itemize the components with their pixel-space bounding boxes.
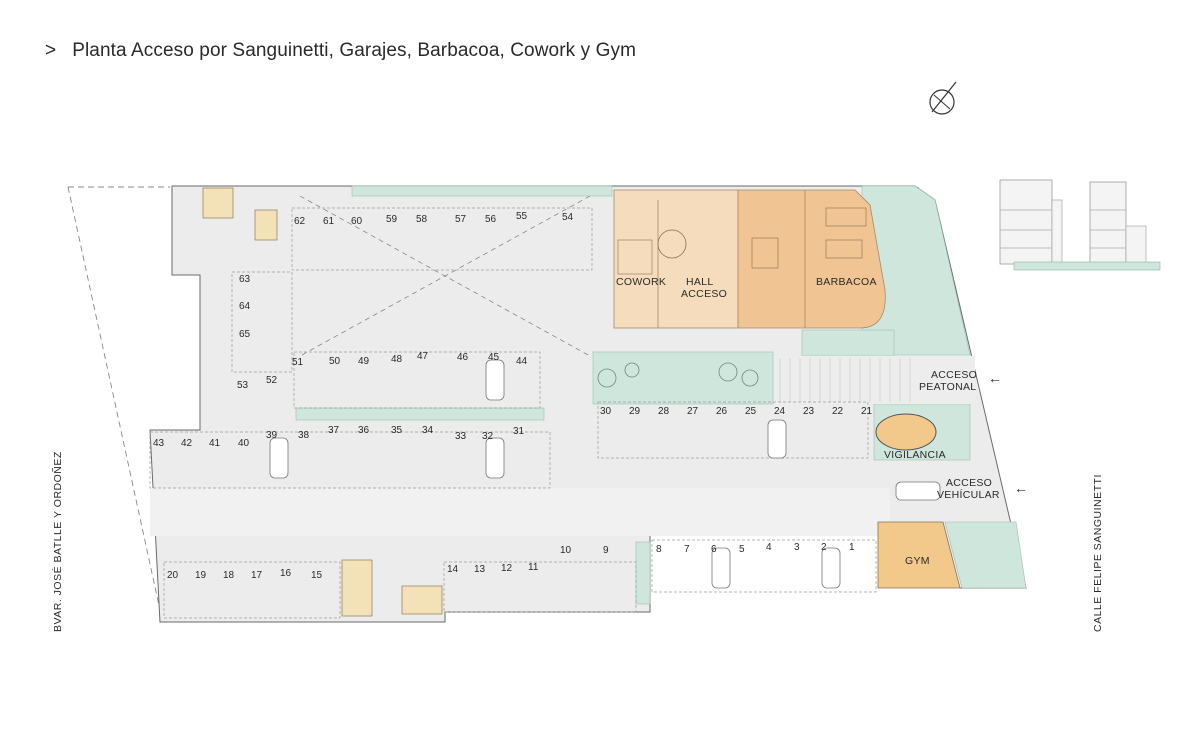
parking-number: 11 — [528, 562, 539, 573]
parking-number: 43 — [153, 438, 165, 449]
parking-number: 60 — [351, 216, 363, 227]
parking-number: 14 — [447, 564, 459, 575]
parking-number: 47 — [417, 351, 429, 362]
label-barbacoa: BARBACOA — [816, 276, 877, 288]
parking-number: 44 — [516, 356, 528, 367]
parking-number: 6 — [711, 544, 717, 555]
parking-number: 45 — [488, 352, 500, 363]
parking-number: 25 — [745, 406, 757, 417]
parking-number: 62 — [294, 216, 306, 227]
parking-number: 39 — [266, 430, 278, 441]
parking-number: 28 — [658, 406, 670, 417]
parking-number: 24 — [774, 406, 786, 417]
parking-number: 46 — [457, 352, 469, 363]
parking-number: 37 — [328, 425, 340, 436]
label-acceso-vehicular: ACCESO — [946, 477, 992, 489]
parking-number: 29 — [629, 406, 641, 417]
parking-number: 51 — [292, 357, 304, 368]
parking-number: 64 — [239, 301, 251, 312]
amenity-block — [613, 189, 886, 329]
arrow-left-icon: ← — [988, 370, 1002, 386]
parking-number: 16 — [280, 568, 292, 579]
parking-number: 30 — [600, 406, 612, 417]
driveway — [150, 488, 890, 536]
parking-number: 61 — [323, 216, 335, 227]
parking-number: 56 — [485, 214, 497, 225]
label-cowork: COWORK — [616, 276, 666, 288]
label-hall-acceso: ACCESO — [681, 288, 727, 300]
street-label-right: CALLE FELIPE SANGUINETTI — [1092, 474, 1104, 632]
parking-number: 27 — [687, 406, 699, 417]
parking-number: 36 — [358, 425, 370, 436]
north-compass-icon — [929, 81, 957, 115]
parking-number: 63 — [239, 274, 251, 285]
parking-number: 50 — [329, 356, 341, 367]
parking-number: 52 — [266, 375, 278, 386]
parking-number: 10 — [560, 545, 572, 556]
street-label-left: BVAR. JOSÉ BATLLE Y ORDOÑEZ — [52, 451, 64, 632]
parking-number: 22 — [832, 406, 844, 417]
parking-number: 57 — [455, 214, 467, 225]
label-acceso-peatonal-2: PEATONAL — [919, 381, 976, 393]
label-acceso-peatonal: ACCESO — [931, 369, 977, 381]
label-hall: HALL — [686, 276, 713, 288]
parking-number: 23 — [803, 406, 815, 417]
ramp-guides — [299, 195, 591, 357]
elevation-inset — [999, 179, 1161, 271]
parking-number: 41 — [209, 438, 221, 449]
gym-room — [877, 521, 961, 589]
parking-number: 35 — [391, 425, 403, 436]
parking-number: 19 — [195, 570, 207, 581]
parking-number: 20 — [167, 570, 179, 581]
title-text: Planta Acceso por Sanguinetti, Garajes, … — [72, 40, 637, 61]
parking-number: 7 — [684, 544, 690, 555]
parking-number: 5 — [739, 544, 745, 555]
parking-number: 59 — [386, 214, 398, 225]
parking-number: 4 — [766, 542, 772, 553]
parking-number: 65 — [239, 329, 251, 340]
parking-number: 12 — [501, 563, 513, 574]
parking-number: 54 — [562, 212, 574, 223]
green-areas — [295, 185, 1027, 605]
chevron-right-icon: > — [45, 40, 57, 61]
parking-number: 42 — [181, 438, 193, 449]
tree-icons — [597, 362, 759, 388]
parking-stalls — [149, 207, 877, 619]
vigilancia-booth — [875, 413, 937, 451]
room-labels: COWORK HALL ACCESO BARBACOA VIGILANCIA G… — [616, 276, 1028, 567]
label-gym: GYM — [905, 555, 930, 567]
parking-number: 34 — [422, 425, 434, 436]
parking-number: 21 — [861, 406, 873, 417]
parking-number: 17 — [251, 570, 263, 581]
parking-number: 15 — [311, 570, 323, 581]
parking-number: 2 — [821, 542, 827, 553]
stair-cores — [202, 187, 443, 617]
parking-number: 33 — [455, 431, 467, 442]
parking-numbers: 1234567891011121314151617181920212223242… — [153, 211, 873, 581]
car-icons — [269, 359, 941, 589]
label-acceso-vehicular-2: VEHÍCULAR — [937, 488, 1000, 501]
parking-number: 58 — [416, 214, 428, 225]
pedestrian-walkway — [775, 356, 975, 404]
plan-title: > Planta Acceso por Sanguinetti, Garajes,… — [45, 40, 636, 62]
parking-number: 32 — [482, 431, 494, 442]
parking-number: 55 — [516, 211, 528, 222]
parking-number: 1 — [849, 542, 855, 553]
parking-number: 38 — [298, 430, 310, 441]
parking-number: 8 — [656, 544, 662, 555]
parking-number: 3 — [794, 542, 800, 553]
parking-number: 9 — [603, 545, 609, 556]
parking-number: 53 — [237, 380, 249, 391]
arrow-left-icon: ← — [1014, 480, 1028, 496]
parking-number: 49 — [358, 356, 370, 367]
parking-number: 26 — [716, 406, 728, 417]
parking-number: 13 — [474, 564, 486, 575]
label-vigilancia: VIGILANCIA — [884, 449, 946, 461]
parking-number: 18 — [223, 570, 235, 581]
parking-number: 40 — [238, 438, 250, 449]
parking-number: 48 — [391, 354, 403, 365]
parking-number: 31 — [513, 426, 525, 437]
